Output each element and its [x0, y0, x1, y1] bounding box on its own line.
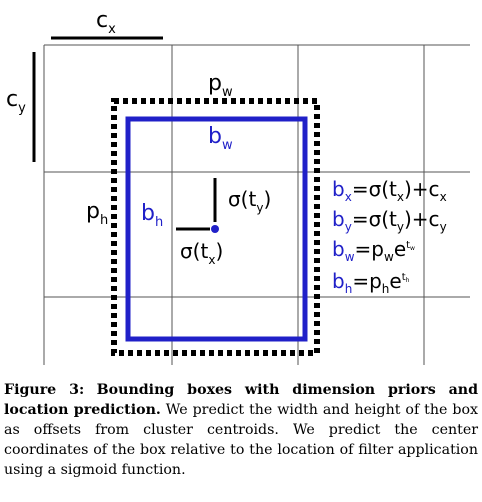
caption-label: Figure 3: [4, 382, 85, 398]
equation-bx: bx=σ(tx)+cx [332, 177, 447, 204]
equation-by: by=σ(ty)+cy [332, 207, 447, 234]
bh-label: bh [141, 201, 163, 230]
figure-caption: Figure 3: Bounding boxes with dimension … [4, 380, 478, 480]
equation-bh: bh=pheth [332, 269, 410, 296]
pw-label: pw [208, 71, 233, 100]
equations: bx=σ(tx)+cx by=σ(ty)+cy bw=pwetw bh=phet… [332, 177, 447, 296]
caption-title: Bounding boxes with dimension priors and… [4, 382, 479, 418]
caption-body: We predict the width and height of the b… [4, 402, 478, 478]
sigma-tx-label: σ(tx) [180, 239, 223, 267]
cy-label: cy [6, 87, 26, 116]
sigma-ty-label: σ(ty) [228, 187, 271, 215]
ph-label: ph [86, 199, 108, 228]
prior-box [111, 98, 320, 356]
predicted-box [125, 116, 308, 342]
equation-bw: bw=pwetw [332, 237, 415, 264]
center-point [211, 225, 219, 233]
bw-label: bw [208, 124, 233, 153]
bounding-box-diagram: cx cy pw ph bw bh σ(ty) σ(tx) bx=σ(tx)+c… [6, 8, 470, 365]
cx-label: cx [96, 8, 116, 37]
